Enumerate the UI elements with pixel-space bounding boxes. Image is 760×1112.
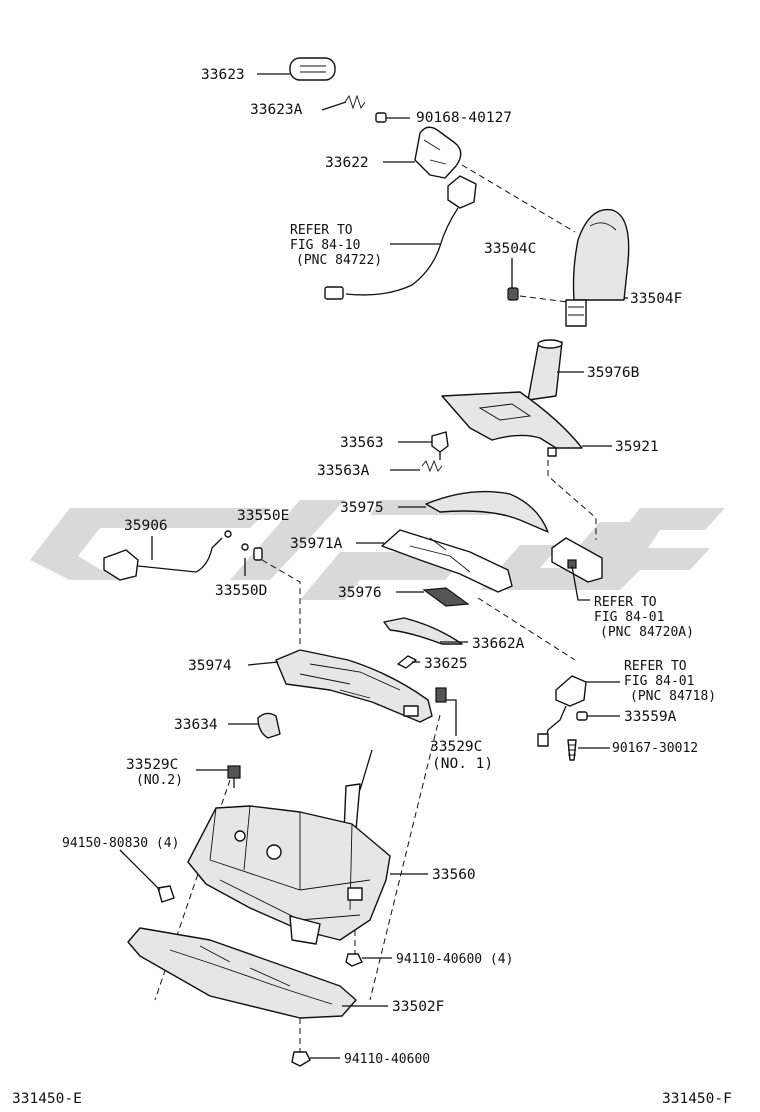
part-33559A — [576, 711, 588, 721]
part-90167-screw — [567, 739, 577, 761]
label-94110-40600: 94110-40600 — [344, 1052, 430, 1067]
part-90168-screw — [375, 112, 387, 123]
label-33563: 33563 — [340, 435, 384, 451]
label-ref1-line2: FIG 84-10 — [290, 238, 360, 253]
label-ref2-line2: FIG 84-01 — [594, 610, 664, 625]
label-33504C: 33504C — [484, 241, 536, 257]
part-labels: 33623 33623A 90168-40127 33622 REFER TO … — [12, 67, 732, 1107]
label-ref2-line1: REFER TO — [594, 595, 657, 610]
figure-code-left: 331450-E — [12, 1091, 82, 1107]
label-33504F: 33504F — [630, 291, 682, 307]
label-35974: 35974 — [188, 658, 232, 674]
label-90167-30012: 90167-30012 — [612, 741, 698, 756]
label-35921: 35921 — [615, 439, 659, 455]
part-33662A — [383, 617, 463, 645]
label-ref3-line1: REFER TO — [624, 659, 687, 674]
part-35971A — [381, 529, 513, 593]
label-33559A: 33559A — [624, 709, 677, 725]
leader-lines — [119, 73, 628, 1059]
part-94110-nut-4 — [345, 953, 363, 967]
label-33623: 33623 — [201, 67, 245, 83]
label-33625: 33625 — [424, 656, 468, 672]
part-33502F-plate — [127, 927, 357, 1019]
label-35906: 35906 — [124, 518, 168, 534]
label-33634: 33634 — [174, 717, 218, 733]
part-33560-shift-assembly — [187, 749, 391, 945]
part-33623A-spring — [344, 94, 366, 110]
label-94110-40600-4: 94110-40600 (4) — [396, 952, 513, 967]
label-94150-80830: 94150-80830 (4) — [62, 836, 179, 851]
label-33550E: 33550E — [237, 508, 289, 524]
label-35971A: 35971A — [290, 536, 343, 552]
label-ref3-line2: FIG 84-01 — [624, 674, 694, 689]
label-33502F: 33502F — [392, 999, 444, 1015]
part-35974 — [275, 649, 433, 723]
part-33529C-no1 — [435, 687, 447, 703]
figure-code-right: 331450-F — [662, 1091, 732, 1107]
label-90168-40127: 90168-40127 — [416, 110, 512, 126]
label-35976: 35976 — [338, 585, 382, 601]
part-94150-clip — [157, 885, 175, 903]
label-35976B: 35976B — [587, 365, 640, 381]
part-35906-cable — [103, 530, 232, 581]
part-33550-pins — [241, 543, 263, 561]
part-33563-pin — [431, 431, 449, 460]
label-33560: 33560 — [432, 867, 476, 883]
label-33529C-no1-sub: (NO. 1) — [432, 756, 493, 772]
label-ref1-line3: (PNC 84722) — [296, 253, 382, 268]
label-33662A: 33662A — [472, 636, 525, 652]
label-ref1-line1: REFER TO — [290, 223, 353, 238]
part-35921-panel — [441, 391, 583, 457]
label-33563A: 33563A — [317, 463, 370, 479]
part-35975 — [425, 490, 549, 533]
label-ref3-line3: (PNC 84718) — [630, 689, 716, 704]
part-solenoid-84718 — [537, 675, 587, 747]
part-33529C-no2 — [227, 765, 241, 788]
label-33529C-no2: 33529C — [126, 757, 178, 773]
label-33622: 33622 — [325, 155, 369, 171]
part-switch-84720A — [551, 537, 603, 583]
label-33529C-no2-sub: (NO.2) — [136, 773, 183, 788]
part-94110-nut — [291, 1051, 311, 1067]
label-ref2-line3: (PNC 84720A) — [600, 625, 694, 640]
part-33625 — [397, 655, 417, 669]
part-33563A-spring — [421, 459, 443, 473]
part-35976B-sleeve — [527, 339, 563, 401]
label-33550D: 33550D — [215, 583, 267, 599]
part-33634 — [257, 712, 281, 739]
label-33623A: 33623A — [250, 102, 303, 118]
part-33622 — [414, 126, 462, 179]
part-33504C-screw — [507, 287, 519, 301]
part-35976 — [422, 587, 470, 607]
label-33529C-no1: 33529C — [430, 739, 482, 755]
part-33623 — [289, 57, 336, 81]
label-35975: 35975 — [340, 500, 384, 516]
part-33504F-knob — [565, 208, 630, 327]
part-switch-harness — [324, 175, 477, 300]
